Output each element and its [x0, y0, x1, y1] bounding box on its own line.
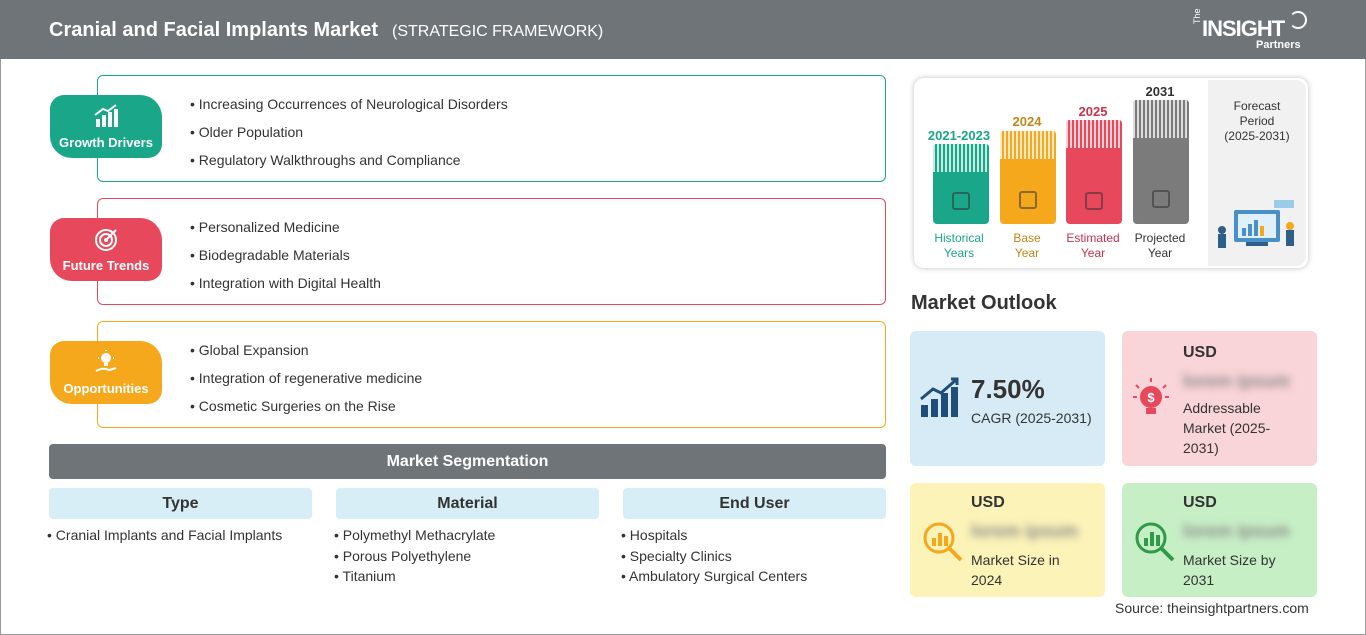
year-label-projected: 2031	[1145, 84, 1175, 99]
growth-chart-icon	[920, 377, 959, 417]
addressable-value: lorem ipsum	[1183, 371, 1291, 391]
cagr-label: CAGR (2025-2031)	[971, 410, 1092, 426]
list-item: Biodegradable Materials	[190, 247, 381, 275]
segment-list-type: Cranial Implants and Facial Implants	[47, 527, 282, 548]
segment-list-material: Polymethyl Methacrylate Porous Polyethyl…	[334, 527, 496, 589]
size-2031-value: lorem ipsum	[1183, 521, 1291, 541]
bar-estimated	[1066, 120, 1122, 224]
year-label-base: 2024	[1012, 114, 1042, 129]
bar-base	[1000, 131, 1056, 224]
segment-header-type: Type	[49, 488, 312, 519]
calendar-icon	[1019, 191, 1037, 209]
header-bar: Cranial and Facial Implants Market (STRA…	[0, 0, 1366, 59]
list-item: Cosmetic Surgeries on the Rise	[190, 398, 422, 426]
list-item: Global Expansion	[190, 342, 422, 370]
bar-historical	[933, 144, 989, 224]
dollar-bulb-icon: $	[1133, 378, 1169, 414]
source-credit: Source: theinsightpartners.com	[1115, 600, 1309, 616]
estimate-icon	[1085, 192, 1103, 210]
presentation-icon	[1152, 190, 1170, 208]
cagr-value: 7.50%	[971, 374, 1045, 404]
list-item: Integration with Digital Health	[190, 275, 381, 303]
list-item: Polymethyl Methacrylate	[334, 527, 496, 548]
opportunities-list: Global Expansion Integration of regenera…	[190, 342, 422, 426]
year-label-historical: 2021-2023	[927, 128, 991, 143]
size-2031-currency: USD	[1183, 494, 1217, 511]
list-item: Older Population	[190, 124, 508, 152]
list-item: Ambulatory Surgical Centers	[621, 568, 807, 589]
opportunities-badge: Opportunities	[50, 341, 162, 404]
size-2024-currency: USD	[971, 494, 1005, 511]
future-trends-label: Future Trends	[62, 258, 150, 273]
list-item: Personalized Medicine	[190, 219, 381, 247]
opportunities-label: Opportunities	[63, 381, 149, 396]
market-size-2024-card: USD lorem ipsum Market Size in 2024	[910, 483, 1105, 597]
future-trends-badge: Future Trends	[50, 218, 162, 281]
market-size-2031-card: USD lorem ipsum Market Size by 2031	[1122, 483, 1317, 597]
future-trends-list: Personalized Medicine Biodegradable Mate…	[190, 219, 381, 303]
size-2024-label: Market Size in 2024	[971, 552, 1060, 588]
market-outlook-title: Market Outlook	[911, 292, 1057, 314]
list-item: Specialty Clinics	[621, 548, 807, 569]
size-2031-label: Market Size by 2031	[1183, 552, 1276, 588]
bar-projected	[1133, 100, 1189, 224]
cagr-card: 7.50% CAGR (2025-2031)	[910, 331, 1105, 466]
growth-drivers-badge: Growth Drivers	[50, 95, 162, 158]
svg-text:$: $	[1147, 390, 1155, 405]
page-title: Cranial and Facial Implants Market	[49, 19, 378, 41]
year-label-estimated: 2025	[1078, 104, 1108, 119]
analytics-illustration-icon	[1218, 200, 1294, 248]
list-item: Regulatory Walkthroughs and Compliance	[190, 152, 508, 180]
list-item: Integration of regenerative medicine	[190, 370, 422, 398]
lightbulb-hand-icon	[95, 350, 117, 372]
list-item: Hospitals	[621, 527, 807, 548]
page-subtitle: (STRATEGIC FRAMEWORK)	[392, 23, 604, 40]
segment-header-material: Material	[336, 488, 599, 519]
list-item: Titanium	[334, 568, 495, 589]
segment-list-end-user: Hospitals Specialty Clinics Ambulatory S…	[621, 527, 807, 589]
target-icon	[95, 229, 117, 251]
magnifier-chart-icon	[1135, 522, 1175, 562]
segment-header-end-user: End User	[623, 488, 886, 519]
size-2024-value: lorem ipsum	[971, 521, 1079, 541]
list-item: Cranial Implants and Facial Implants	[47, 527, 282, 548]
magnifier-chart-icon	[923, 522, 963, 562]
insight-partners-logo: The INSIGHT Partners	[1190, 8, 1315, 54]
history-icon	[952, 192, 970, 210]
growth-chart-icon	[94, 104, 118, 127]
addressable-currency: USD	[1183, 344, 1217, 361]
market-segmentation-header: Market Segmentation	[49, 444, 886, 479]
forecast-period-label: Forecast Period (2025-2031)	[1224, 99, 1290, 143]
growth-drivers-list: Increasing Occurrences of Neurological D…	[190, 96, 508, 180]
list-item: Porous Polyethylene	[334, 548, 495, 569]
list-item: Increasing Occurrences of Neurological D…	[190, 96, 508, 124]
addressable-market-card: $ USD lorem ipsum Addressable Market (20…	[1122, 331, 1317, 466]
growth-drivers-label: Growth Drivers	[59, 135, 153, 150]
addressable-label: Addressable Market (2025- 2031)	[1183, 400, 1271, 456]
